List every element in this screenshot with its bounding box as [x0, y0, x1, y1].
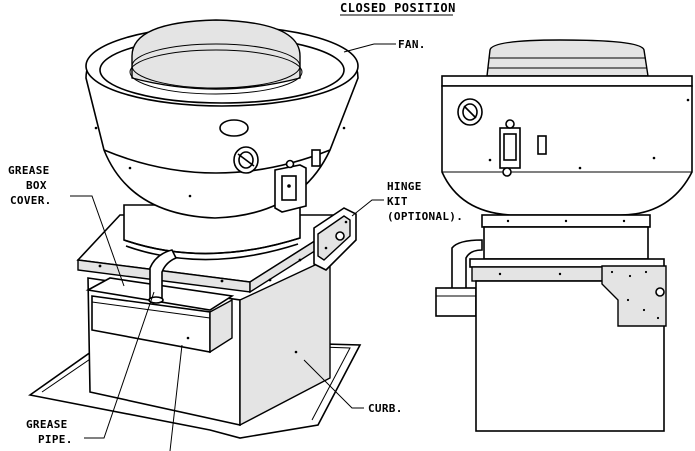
pipe-elbow: [149, 249, 178, 301]
cover-screw: [268, 278, 272, 282]
title-text: CLOSED POSITION: [340, 1, 456, 15]
hinge-screw: [344, 220, 348, 224]
hinge-kit-leader: [351, 199, 384, 217]
side-grease-trough: [435, 287, 477, 317]
neck-rim: [123, 237, 301, 255]
trough-lip: [91, 301, 211, 319]
side-disconnect-switch: [499, 119, 521, 177]
access-port: [219, 119, 249, 137]
side-screw: [558, 272, 562, 276]
cover-screw: [298, 258, 302, 262]
side-elevation-view: [435, 39, 693, 432]
hinge-kit-label-line1: HINGE: [387, 180, 422, 193]
fan-neck: [123, 204, 301, 261]
curb-side-face: [239, 256, 331, 427]
label-fan: FAN.: [343, 38, 426, 53]
vent-slot: [311, 149, 321, 167]
housing-screw: [342, 126, 346, 130]
hinge-kit: [313, 207, 357, 271]
grease-box-cover-label-line2: BOX: [26, 179, 47, 192]
hinge-kit-label-line3: (OPTIONAL).: [387, 210, 463, 223]
pipe-end: [148, 296, 164, 304]
side-screw: [578, 166, 582, 170]
hinge-pin: [335, 231, 345, 241]
label-hinge-kit: HINGE KIT (OPTIONAL).: [351, 180, 463, 223]
side-fan-lid: [441, 75, 693, 87]
housing-screw: [128, 166, 132, 170]
side-screw: [506, 219, 510, 223]
side-breather-fitting: [457, 98, 483, 126]
grease-pipe: [148, 249, 178, 304]
housing-band: [103, 149, 331, 174]
grease-pipe-leader: [84, 291, 155, 439]
fan: [85, 19, 359, 219]
housing-screw: [188, 194, 192, 198]
motor-dome: [131, 19, 301, 90]
neck-rim-lower: [125, 243, 299, 261]
curb-mark: [294, 350, 298, 354]
side-screw: [498, 272, 502, 276]
side-screw: [488, 158, 492, 162]
side-grease-pipe: [451, 239, 483, 293]
side-vent-slot: [537, 135, 547, 155]
breather-fitting: [233, 146, 259, 174]
label-grease-box-cover: GREASE BOX COVER.: [8, 164, 125, 287]
cover-screw: [98, 264, 102, 268]
housing-screw: [94, 126, 98, 130]
side-hinge-kit: [601, 265, 667, 327]
isometric-view: [28, 19, 362, 439]
side-screw: [686, 98, 690, 102]
grease-box-cover-label-line1: GREASE: [8, 164, 50, 177]
fan-label: FAN.: [398, 38, 426, 51]
side-screw: [652, 156, 656, 160]
label-grease-pipe: GREASE PIPE.: [26, 291, 183, 451]
closed-position-title: CLOSED POSITION: [340, 1, 456, 16]
grease-box-cover-leader: [70, 195, 125, 287]
dome-band: [131, 43, 301, 89]
hinge-screw: [324, 246, 328, 250]
cover-screw: [220, 279, 224, 283]
dome-band-lower: [129, 49, 303, 95]
side-screw: [622, 219, 626, 223]
trough-side: [209, 298, 233, 354]
curb-leader: [303, 359, 364, 409]
grease-box-cover-label-line3: COVER.: [10, 194, 52, 207]
disconnect-switch-box: [274, 159, 307, 213]
hinge-kit-label-line2: KIT: [387, 195, 408, 208]
side-screw: [564, 219, 568, 223]
fan-leader: [343, 43, 375, 53]
side-neck: [483, 226, 649, 260]
label-curb: CURB.: [303, 359, 403, 415]
trough-mark: [186, 336, 190, 340]
trough-leader: [169, 344, 183, 451]
curb-label: CURB.: [368, 402, 403, 415]
grease-pipe-label-line1: GREASE: [26, 418, 68, 431]
grease-pipe-label-line2: PIPE.: [38, 433, 73, 446]
